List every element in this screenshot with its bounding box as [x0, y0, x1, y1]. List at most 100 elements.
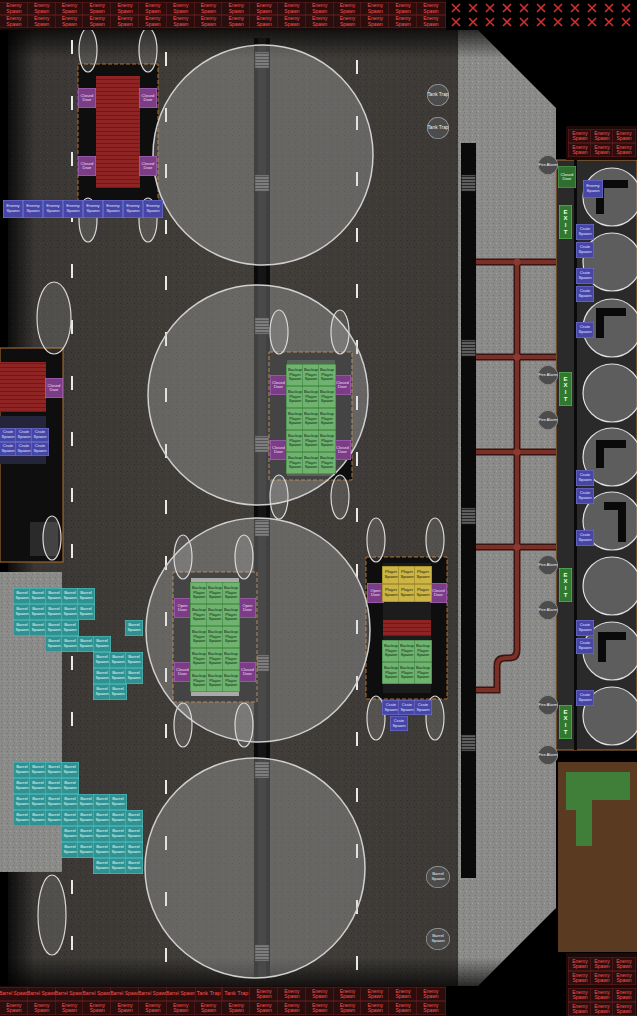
tile-label: Enemy Spawn [110, 3, 140, 13]
enemy-spawn-tile: Enemy Spawn [221, 2, 251, 15]
tile-label: Barrel Spawn [61, 623, 79, 632]
edge-shade [8, 30, 556, 986]
tile-label: Backup Player Spawn [318, 390, 336, 403]
tile-label: Crate Spawn [576, 473, 594, 482]
tile-label: Backup Player Spawn [318, 368, 336, 381]
tile-label: EXIT [563, 376, 567, 402]
tile-label: Tank Trap [224, 991, 248, 997]
enemy-spawn-tile: Enemy Spawn [0, 1001, 29, 1015]
crate-spawn-tile: Crate Spawn [390, 716, 408, 731]
tile-label: Enemy Spawn [0, 3, 29, 13]
tile-label: Enemy Spawn [590, 973, 614, 983]
enemy-spawn-tile: Barrel Spawn [82, 987, 112, 1001]
vehicle-slot [139, 28, 157, 72]
tile-label: Enemy Spawn [568, 131, 592, 141]
tile-label: Barrel Spawn [125, 813, 143, 822]
tank-trap-marker: Tank Trap [427, 117, 449, 139]
enemy-spawn-tile: Enemy Spawn [249, 1001, 279, 1015]
building [366, 557, 447, 699]
vehicle-slot [37, 282, 71, 354]
door-tile: Closed Door [239, 662, 256, 682]
enemy-spawn-tile: Enemy Spawn [305, 2, 335, 15]
enemy-spawn-tile: Enemy Spawn [333, 2, 363, 15]
pipe [514, 449, 521, 456]
tile-label: Closed Door [174, 668, 191, 677]
enemy-spawn-tile: Barrel Spawn [166, 987, 196, 1001]
exit-sign: EXIT [559, 568, 572, 602]
enemy-spawn-tile: Enemy Spawn [360, 15, 390, 28]
enemy-spawn-tile: Enemy Spawn [305, 987, 335, 1001]
wall-block [598, 632, 626, 662]
door-tile: Open Door [174, 598, 191, 618]
tile-label: Enemy Spawn [388, 989, 418, 999]
crate-spawn-tile: Crate Spawn [414, 700, 432, 715]
player-spawn-tile: Player Spawn [414, 566, 432, 584]
tile-label: Enemy Spawn [388, 16, 418, 26]
backup-spawn-tile: Backup Player Spawn [318, 386, 336, 408]
crate-spawn-tile: Enemy Spawn [3, 200, 23, 218]
gravel-yard [0, 572, 62, 872]
enemy-spawn-tile: Enemy Spawn [166, 15, 196, 28]
dirt-patch [558, 762, 637, 952]
tile-label: Barrel Spawn [125, 671, 143, 680]
enemy-spawn-tile: Enemy Spawn [277, 15, 307, 28]
tile-label: Closed Door [334, 446, 351, 455]
building [96, 76, 140, 188]
crate-spawn-tile: Crate Spawn [576, 638, 594, 654]
tile-label: Enemy Spawn [194, 3, 224, 13]
door-tile: Closed Door [139, 88, 157, 108]
enemy-spawn-tile: Enemy Spawn [568, 988, 592, 1002]
tile-label: Enemy Spawn [0, 1003, 29, 1013]
vehicle-slot [174, 535, 192, 579]
pipe [476, 262, 556, 690]
enemy-spawn-tile: Enemy Spawn [360, 1001, 390, 1015]
door-tile: Closed Door [78, 156, 96, 176]
backup-spawn-tile: Backup Player Spawn [222, 626, 240, 648]
tile-label: Fire Alarm [539, 753, 558, 757]
enemy-spawn-tile: Enemy Spawn [194, 2, 224, 15]
enemy-spawn-tile: Enemy Spawn [416, 1001, 446, 1015]
crate-spawn-tile: Crate Spawn [576, 620, 594, 636]
crate-spawn-tile: Enemy Spawn [123, 200, 143, 218]
enemy-spawn-tile: Tank Trap [195, 987, 223, 1001]
tile-label: Crate Spawn [414, 703, 432, 712]
enemy-spawn-tile: Enemy Spawn [221, 15, 251, 28]
pipe [514, 544, 521, 551]
building [383, 563, 431, 693]
tile-label: Enemy Spawn [23, 204, 43, 213]
tile-label: Enemy Spawn [194, 16, 224, 26]
tile-label: Player Spawn [414, 588, 432, 597]
enemy-spawn-tile: Enemy Spawn [82, 1001, 112, 1015]
tile-label: Enemy Spawn [612, 145, 636, 155]
tile-label: Enemy Spawn [123, 204, 143, 213]
door-tile: Closed Door [139, 156, 157, 176]
blocked-marker [605, 4, 613, 12]
enemy-spawn-tile: Enemy Spawn [333, 15, 363, 28]
barrel-spawn-tile: Barrel Spawn [125, 652, 143, 668]
tile-label: Enemy Spawn [333, 1003, 363, 1013]
enemy-spawn-tile: Enemy Spawn [333, 987, 363, 1001]
dirt-patch [566, 772, 630, 846]
tile-label: Backup Player Spawn [222, 652, 240, 665]
tile-label: Enemy Spawn [249, 3, 279, 13]
barrel-spawn-tile: Barrel Spawn [93, 636, 111, 652]
enemy-spawn-tile: Enemy Spawn [333, 1001, 363, 1015]
tile-label: Backup Player Spawn [318, 412, 336, 425]
tile-label: Barrel Spawn [166, 991, 196, 996]
tile-label: Enemy Spawn [277, 989, 307, 999]
tile-label: Enemy Spawn [82, 1003, 112, 1013]
crate-spawn-tile: Crate Spawn [576, 322, 594, 338]
fire-alarm-marker: Fire Alarm [538, 695, 558, 715]
median-divider [461, 143, 476, 878]
tile-label: Enemy Spawn [166, 1003, 196, 1013]
player-spawn-tile: Player Spawn [414, 584, 432, 602]
barrel-spawn-tile: Barrel Spawn [125, 620, 143, 636]
crate-spawn-tile: Enemy Spawn [63, 200, 83, 218]
crate-spawn-tile: Enemy Spawn [23, 200, 43, 218]
enemy-spawn-tile: Enemy Spawn [110, 2, 140, 15]
storm-grate [462, 735, 476, 751]
tile-label: Barrel Spawn [426, 934, 450, 943]
enemy-spawn-tile: Enemy Spawn [360, 2, 390, 15]
enemy-spawn-tile: Barrel Spawn [27, 987, 57, 1001]
enemy-spawn-tile: Enemy Spawn [194, 1001, 224, 1015]
